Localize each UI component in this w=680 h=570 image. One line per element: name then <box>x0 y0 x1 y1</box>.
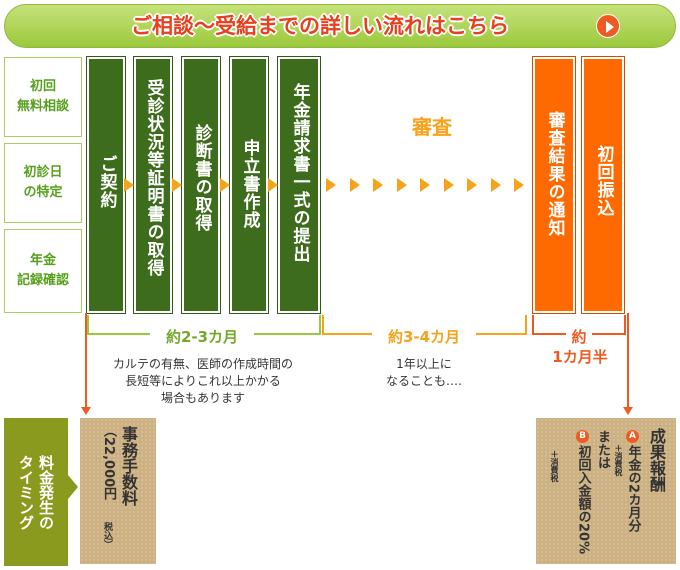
arrow-right-icon <box>467 178 477 192</box>
step-contract: ご契約 <box>86 56 126 314</box>
fee2-a-tax: ＋消費税 <box>614 444 623 476</box>
play-arrow-icon[interactable] <box>596 14 620 38</box>
fee-box-admin: 事務手数料 （22,000円 税込） <box>80 418 156 564</box>
duration-phase3-prefix: 約 <box>566 327 592 347</box>
fee2-title: 成果報酬 <box>647 428 666 492</box>
duration-phase2: 約3-4カ月 <box>372 327 476 347</box>
fee2-b-tax: ＋消費税 <box>550 450 559 482</box>
step-statement: 申立書作成 <box>229 56 269 314</box>
step-submit: 年金請求書一式の提出 <box>277 56 321 314</box>
fee1-amount: （22,000円 <box>101 424 116 501</box>
arrow-right-icon <box>490 178 501 192</box>
step-label: 診断書の取得 <box>191 124 212 232</box>
timing-line-right <box>627 313 629 409</box>
step-label: 受診状況等証明書の取得 <box>143 79 164 277</box>
arrow-right-icon <box>326 178 336 192</box>
step-label: 初回振込 <box>593 145 614 217</box>
duration-phase1: 約2-3カ月 <box>150 327 254 347</box>
arrow-right-icon <box>268 178 278 192</box>
fee2-option-b: B 初回入金額の20% <box>575 430 591 555</box>
fee2-a-text: 年金の2カ月分 <box>625 445 641 533</box>
arrow-right-icon <box>124 178 134 192</box>
fee1-title: 事務手数料 <box>119 426 138 506</box>
option-a-badge: A <box>626 430 639 443</box>
arrow-right-icon <box>220 178 230 192</box>
fee-timing-label: 料金発生の タイミング <box>4 418 68 566</box>
step-certificate: 受診状況等証明書の取得 <box>133 56 173 314</box>
banner-title[interactable]: ご相談～受給までの詳しい流れはこちら <box>131 14 509 38</box>
step-label: ご契約 <box>96 155 117 209</box>
fee-box-success: 成果報酬 A 年金の2カ月分 ＋消費税 または B 初回入金額の20% ＋消費税 <box>536 418 676 564</box>
arrow-right-icon <box>396 178 407 192</box>
timing-line-left <box>85 313 87 409</box>
step-diagnosis: 診断書の取得 <box>181 56 221 314</box>
label-text: 初診日 の特定 <box>23 165 63 200</box>
label-record-check: 年金 記録確認 <box>4 229 82 313</box>
step-first-payment: 初回振込 <box>581 56 625 314</box>
review-arrows <box>320 178 532 192</box>
step-label: 審査結果の通知 <box>544 111 565 237</box>
fee2-or: または <box>595 430 610 469</box>
step-label: 申立書作成 <box>239 139 260 229</box>
arrow-right-icon <box>373 178 383 192</box>
arrow-right-icon <box>514 178 524 192</box>
label-initial-consult: 初回 無料相談 <box>4 57 82 137</box>
flow-banner[interactable] <box>4 4 676 48</box>
arrow-down-icon <box>81 407 91 415</box>
arrow-right-icon <box>420 178 430 192</box>
note-phase2: 1年以上に なることも‥‥ <box>385 357 463 388</box>
step-result-notice: 審査結果の通知 <box>532 56 576 314</box>
label-text: 年金 記録確認 <box>16 253 69 288</box>
fee2-b-text: 初回入金額の20% <box>575 445 591 555</box>
label-text: 初回 無料相談 <box>16 79 69 114</box>
option-b-badge: B <box>576 430 589 443</box>
note-phase1: カルテの有無、医師の作成時間の 長短等によりこれ以上かかる 場合もあります <box>112 357 293 405</box>
fee1-tax: 税込） <box>102 522 112 549</box>
label-first-visit: 初診日 の特定 <box>4 143 82 223</box>
arrow-down-icon <box>623 407 633 415</box>
arrow-right-icon <box>443 178 454 192</box>
review-label: 審査 <box>412 115 452 139</box>
arrow-right-icon <box>172 178 182 192</box>
fee-label-pointer <box>68 475 78 499</box>
arrow-right-icon <box>349 178 360 192</box>
fee2-option-a: A 年金の2カ月分 <box>625 430 641 533</box>
step-label: 年金請求書一式の提出 <box>289 83 310 263</box>
duration-phase3: 1カ月半 <box>552 348 608 366</box>
fee-timing-text: 料金発生の タイミング <box>17 454 55 530</box>
